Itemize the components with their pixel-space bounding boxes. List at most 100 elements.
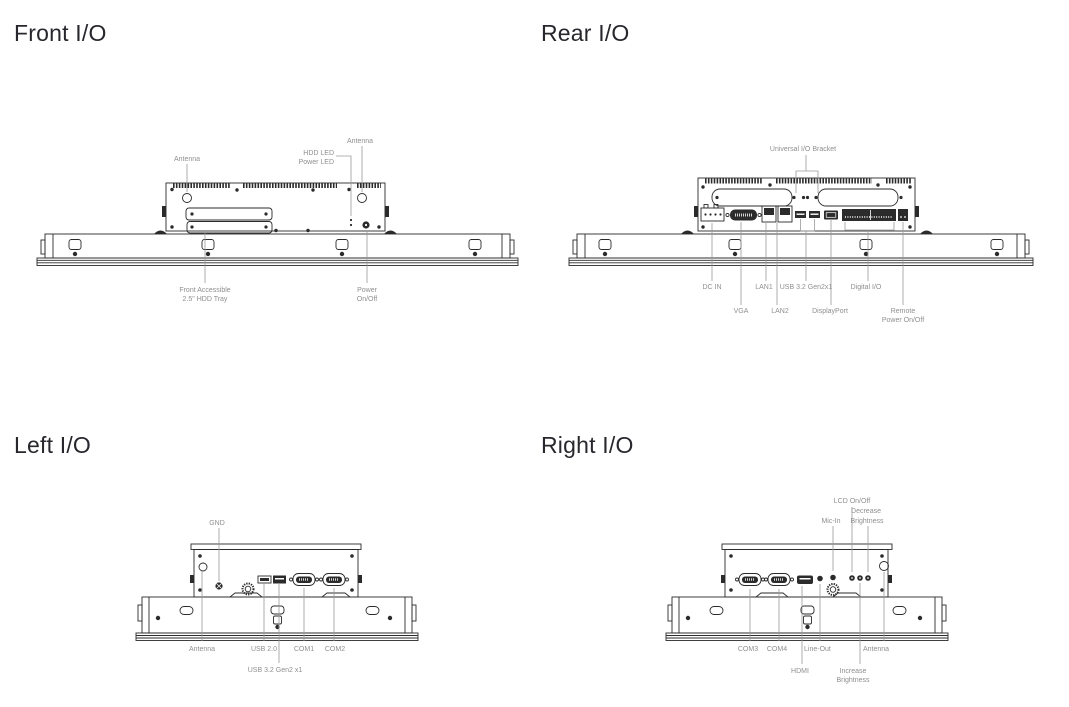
com3-connector bbox=[735, 573, 765, 586]
foot bbox=[920, 230, 933, 234]
hdd-led-label: HDD LED bbox=[303, 150, 334, 157]
com2-label: COM2 bbox=[325, 646, 345, 653]
rear-module-box bbox=[697, 177, 916, 232]
side-nub bbox=[694, 206, 698, 217]
left-leader-lines bbox=[201, 528, 335, 663]
remote-power-block bbox=[898, 209, 908, 221]
end-tab bbox=[1024, 239, 1030, 255]
gnd-screw bbox=[215, 582, 223, 590]
foot bbox=[681, 230, 694, 234]
com3-label: COM3 bbox=[738, 646, 758, 653]
foot bbox=[320, 592, 352, 598]
end-tab bbox=[137, 604, 143, 622]
lan2-port bbox=[777, 205, 793, 223]
mount-slot bbox=[709, 606, 724, 615]
io-bracket-slot-right bbox=[817, 188, 899, 207]
foot bbox=[831, 592, 863, 598]
foot bbox=[384, 230, 397, 234]
com4-label: COM4 bbox=[767, 646, 787, 653]
antenna-hole bbox=[198, 562, 208, 572]
antenna-hole bbox=[879, 561, 889, 571]
remote-label-line2: Power On/Off bbox=[882, 317, 924, 324]
usb-port-1 bbox=[795, 211, 806, 218]
com1-connector bbox=[289, 573, 319, 586]
increase-label-line2: Brightness bbox=[836, 677, 870, 684]
right-io-title: Right I/O bbox=[541, 432, 634, 458]
lid-edge bbox=[190, 543, 362, 550]
usb20-port bbox=[257, 575, 272, 584]
lan1-label: LAN1 bbox=[755, 284, 773, 291]
screw-dot bbox=[685, 615, 691, 621]
universal-bracket-label: Universal I/O Bracket bbox=[770, 146, 836, 153]
com1-label: COM1 bbox=[294, 646, 314, 653]
side-nub bbox=[888, 575, 892, 583]
end-tab bbox=[509, 239, 515, 255]
side-nub bbox=[162, 206, 166, 217]
panel-bar bbox=[44, 233, 511, 259]
com2-connector bbox=[319, 573, 349, 586]
right-leader-lines bbox=[749, 507, 885, 664]
rear-labels: Universal I/O Bracket DC IN LAN1 USB 3.2… bbox=[702, 146, 924, 324]
vga-label: VGA bbox=[734, 308, 749, 315]
bezel-strip bbox=[135, 632, 419, 641]
usb32-label: USB 3.2 Gen2 x1 bbox=[248, 667, 303, 674]
screw-dots bbox=[198, 554, 354, 592]
antenna-hole-left bbox=[182, 193, 192, 203]
mount-slot bbox=[892, 606, 907, 615]
displayport-label: DisplayPort bbox=[812, 308, 848, 315]
left-io-title: Left I/O bbox=[14, 432, 92, 458]
decrease-label-line2: Brightness bbox=[850, 518, 884, 525]
right-panel-drawing bbox=[665, 543, 949, 641]
lid-edge bbox=[721, 543, 893, 550]
increase-label-line1: Increase bbox=[840, 668, 867, 675]
power-led-label: Power LED bbox=[299, 159, 334, 166]
com4-connector bbox=[764, 573, 794, 586]
digital-io-label: Digital I/O bbox=[851, 284, 882, 291]
hdd-tray-drawing bbox=[185, 207, 273, 234]
bezel-strip bbox=[568, 257, 1034, 266]
hdd-tray-label-line1: Front Accessible bbox=[179, 287, 230, 294]
end-tab bbox=[667, 604, 673, 622]
end-tab bbox=[411, 604, 417, 622]
center-clip bbox=[270, 605, 285, 630]
rear-leader-lines bbox=[711, 155, 904, 305]
dc-in-port bbox=[700, 204, 725, 222]
antenna-label: Antenna bbox=[863, 646, 889, 653]
mic-in-label: Mic-In bbox=[821, 518, 840, 525]
panel-bar bbox=[576, 233, 1026, 259]
digital-io-block bbox=[842, 209, 896, 221]
front-leader-lines bbox=[186, 146, 368, 283]
end-tab bbox=[941, 604, 947, 622]
right-labels: LCD On/Off Decrease Brightness Mic-In CO… bbox=[738, 498, 889, 684]
antenna-hole-right bbox=[357, 193, 367, 203]
screw-dots bbox=[729, 554, 884, 592]
lcd-onoff-label: LCD On/Off bbox=[834, 498, 870, 505]
rear-io-diagram: Universal I/O Bracket DC IN LAN1 USB 3.2… bbox=[568, 146, 1034, 324]
front-labels: Antenna Antenna HDD LED Power LED Front … bbox=[174, 138, 378, 303]
bezel-strip bbox=[665, 632, 949, 641]
vent-grommet bbox=[826, 583, 840, 596]
power-button-drawing bbox=[362, 221, 370, 229]
decrease-label-line1: Decrease bbox=[851, 508, 881, 515]
vga-port bbox=[725, 209, 762, 221]
line-out-label: Line-Out bbox=[804, 646, 831, 653]
usb32-port bbox=[273, 575, 286, 584]
usb20-label: USB 2.0 bbox=[251, 646, 277, 653]
dc-in-label: DC IN bbox=[702, 284, 721, 291]
front-module-box bbox=[165, 182, 386, 232]
screw-dots bbox=[170, 187, 381, 233]
left-io-diagram: GND Antenna USB 2.0 COM1 COM2 USB 3.2 Ge… bbox=[135, 520, 419, 674]
antenna-label: Antenna bbox=[189, 646, 215, 653]
screw-dot bbox=[387, 615, 393, 621]
io-bracket-slot-left bbox=[711, 188, 793, 207]
decrease-brightness-button bbox=[865, 575, 871, 581]
displayport-port bbox=[824, 210, 838, 220]
front-panel-drawing bbox=[36, 182, 519, 266]
mount-clips bbox=[68, 239, 482, 257]
center-clip bbox=[800, 605, 815, 630]
gnd-label: GND bbox=[209, 520, 225, 527]
mic-in-jack bbox=[830, 574, 836, 581]
hdmi-port bbox=[797, 575, 813, 584]
vent-grommet bbox=[241, 582, 255, 596]
